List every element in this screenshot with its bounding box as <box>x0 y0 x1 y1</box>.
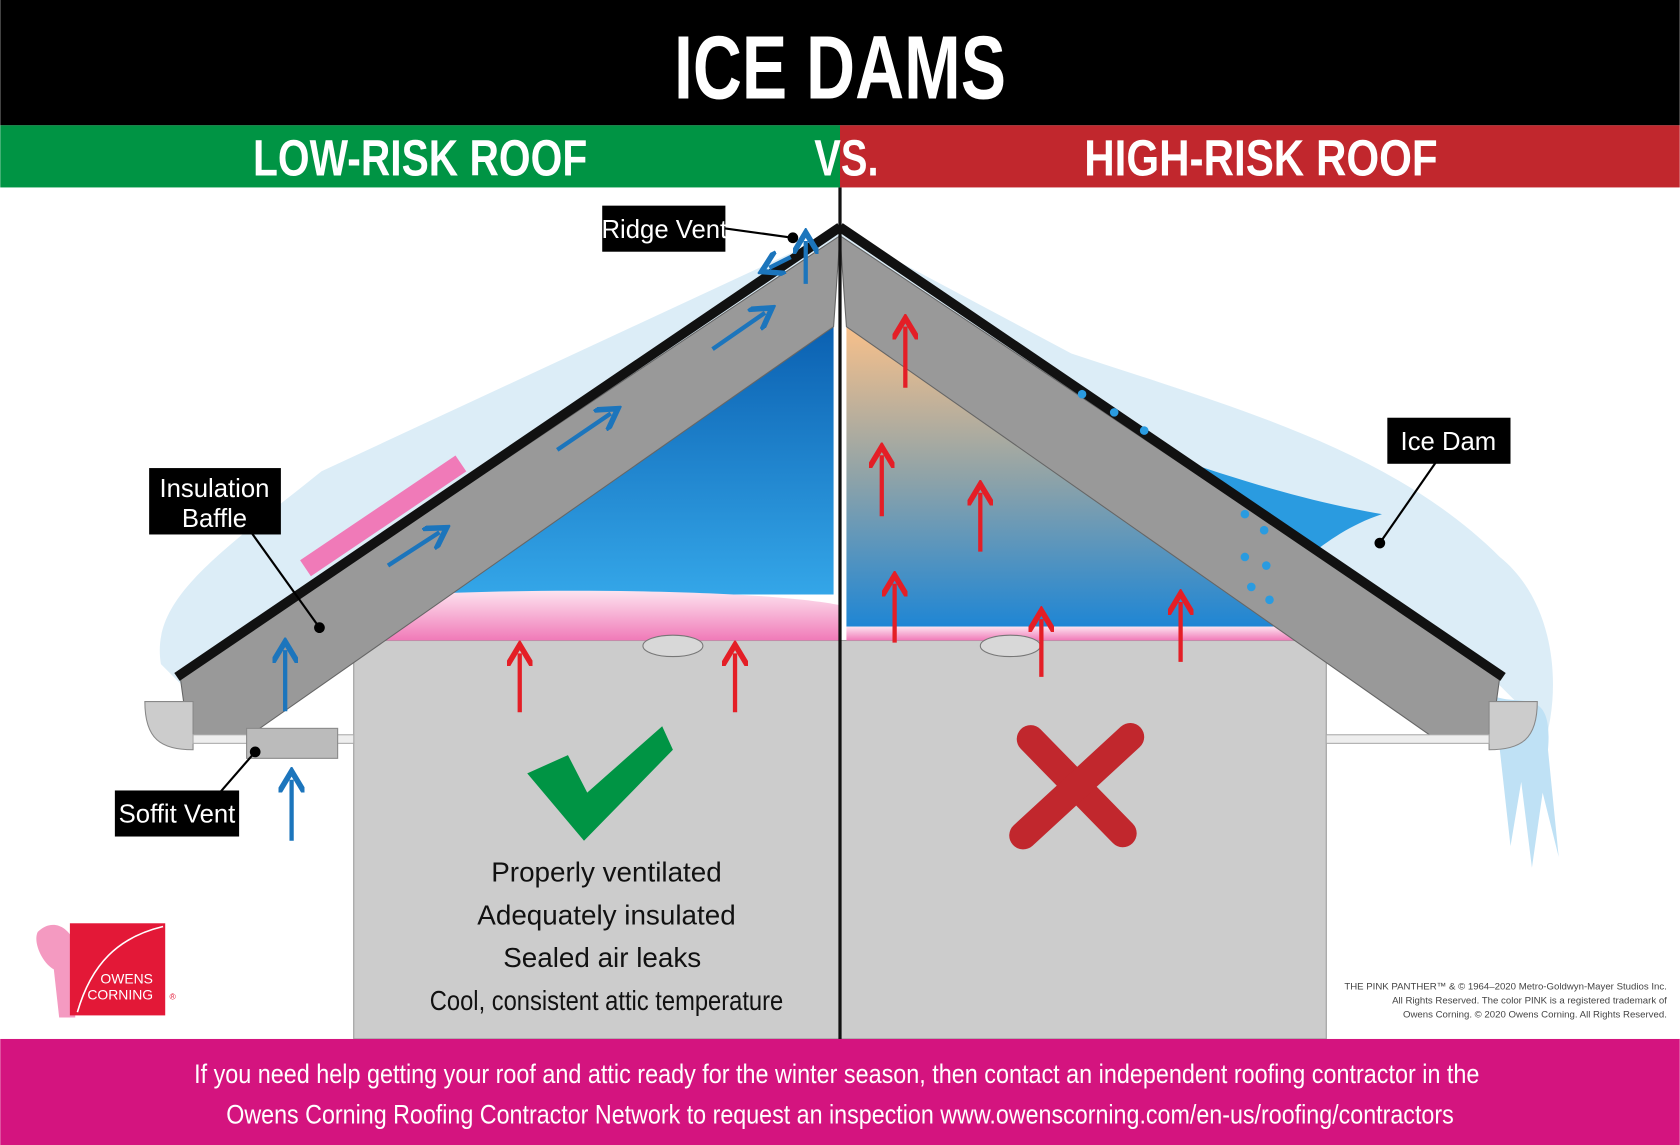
ice-dam-callout: Ice Dam <box>1374 417 1511 549</box>
high-risk-banner <box>840 125 1680 188</box>
checklist: Properly ventilated Adequately insulated… <box>430 857 783 1017</box>
insulation-label: Insulation <box>159 475 269 503</box>
cool-air-arrows <box>285 241 806 841</box>
checklist-item: Cool, consistent attic temperature <box>430 985 783 1016</box>
low-risk-title: LOW-RISK ROOF <box>253 129 587 187</box>
water-drops <box>1077 389 1274 605</box>
insulation-left <box>353 590 840 641</box>
svg-text:CORNING: CORNING <box>87 986 153 1002</box>
gutter-left <box>144 701 194 751</box>
check-icon <box>527 726 673 841</box>
pink-panther-icon <box>36 924 76 1018</box>
footer-line-1: If you need help getting your roof and a… <box>194 1059 1479 1089</box>
checklist-item: Adequately insulated <box>477 899 735 930</box>
soffit-vent <box>246 727 339 759</box>
svg-text:®: ® <box>169 991 176 1001</box>
ridge-vent-callout: Ridge Vent <box>601 205 799 252</box>
gutter-right <box>1488 701 1538 751</box>
light-fixture-left <box>642 634 704 658</box>
page-title: ICE DAMS <box>674 19 1006 119</box>
checklist-item: Properly ventilated <box>491 857 721 888</box>
soffit-vent-callout: Soffit Vent <box>114 746 261 837</box>
copyright: THE PINK PANTHER™ & © 1964–2020 Metro-Go… <box>1344 982 1667 1021</box>
x-icon <box>1009 722 1145 850</box>
baffle-label: Baffle <box>182 505 247 533</box>
checklist-item: Sealed air leaks <box>503 942 701 973</box>
high-risk-title: HIGH-RISK ROOF <box>1084 129 1437 187</box>
ridge-vent-label: Ridge Vent <box>601 216 727 244</box>
footer-line-2: Owens Corning Roofing Contractor Network… <box>226 1100 1453 1130</box>
svg-text:All Rights Reserved. The color: All Rights Reserved. The color PINK is a… <box>1392 996 1667 1007</box>
soffit-right <box>1325 734 1490 744</box>
light-fixture-right <box>979 634 1041 658</box>
vs-label: VS. <box>814 129 878 187</box>
owens-corning-logo: OWENS CORNING ® <box>36 923 176 1018</box>
footer-bar <box>0 1038 1680 1145</box>
svg-text:THE PINK PANTHER™ & © 1964–202: THE PINK PANTHER™ & © 1964–2020 Metro-Go… <box>1344 982 1667 993</box>
warm-air-arrows <box>520 327 1181 713</box>
insulation-baffle-callout: Insulation Baffle <box>149 468 325 634</box>
insulation-right <box>846 626 1318 641</box>
soffit-vent-label: Soffit Vent <box>119 801 236 829</box>
ice-dam-label: Ice Dam <box>1401 428 1497 456</box>
svg-text:OWENS: OWENS <box>100 970 153 986</box>
svg-text:Owens Corning. © 2020 Owens Co: Owens Corning. © 2020 Owens Corning. All… <box>1403 1010 1667 1021</box>
low-risk-banner <box>0 125 841 188</box>
shingles-left <box>174 223 843 681</box>
title-bar <box>0 0 1680 126</box>
shingles-right <box>837 223 1506 681</box>
insulation-baffle <box>300 455 467 577</box>
